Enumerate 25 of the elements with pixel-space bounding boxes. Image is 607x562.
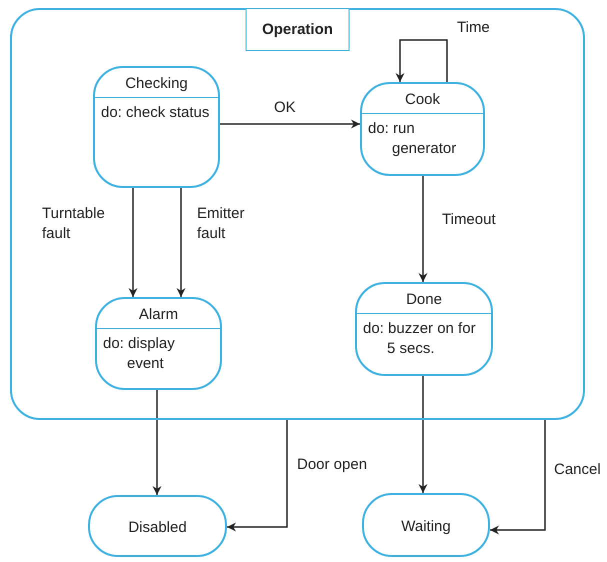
transition-arrow [176,188,186,297]
transition-arrow [220,120,360,128]
state-box [362,493,490,557]
state-name: Checking [125,75,188,92]
transition-arrow [418,376,428,493]
state-name: Disabled [128,518,187,536]
state-activity: do: buzzer on for 5 secs. [362,319,477,358]
superstate-title: Operation [245,8,350,51]
state-activity: do: check status [100,103,210,122]
state-name: Waiting [401,518,451,534]
state-name: Cook [404,91,440,108]
state-box [93,66,220,188]
transition-arrow [490,420,546,534]
state-box [360,82,485,176]
transition-arrow [396,39,448,82]
transition-arrow [227,420,288,532]
state-box [355,282,493,376]
state-name: Alarm [138,306,178,323]
transition-arrow [418,176,428,282]
transition-arrow [152,390,162,495]
state-activity: do: display event [102,334,176,373]
transition-arrow [128,188,138,297]
state-name: Done [406,291,442,308]
state-activity: do: run generator [367,119,458,158]
state-box [95,297,222,390]
